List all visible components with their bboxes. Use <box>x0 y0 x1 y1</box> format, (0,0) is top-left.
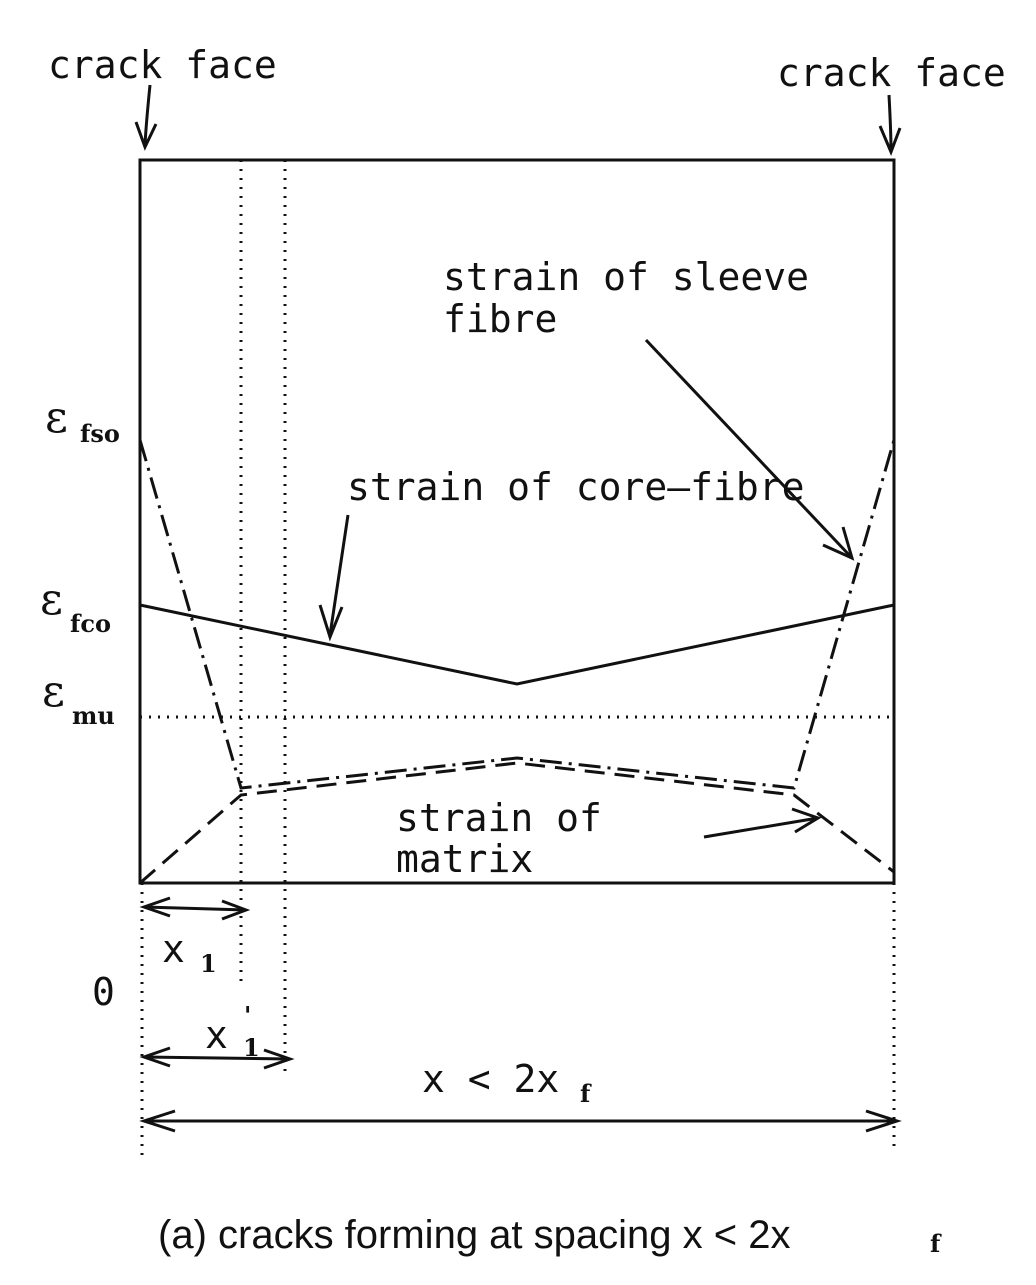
dimension-arrow-x1-prime <box>139 1046 295 1070</box>
spacing-label: x < 2x f <box>422 1057 592 1108</box>
eps-fso-label: ε fso <box>45 392 120 448</box>
dimension-arrow-spacing <box>139 1109 902 1133</box>
crack-face-arrow-right <box>878 94 902 157</box>
plot-frame <box>138 158 896 885</box>
core-label: strain of core–fibre <box>347 465 805 509</box>
crack-face-label-left: crack face <box>48 43 277 87</box>
matrix-label-line1: strain of <box>396 796 602 840</box>
svg-text:fco: fco <box>70 609 111 638</box>
svg-text:x: x <box>205 1013 228 1057</box>
matrix-label-line2: matrix <box>396 837 533 881</box>
figure-caption: (a) cracks forming at spacing x < 2x f <box>158 1213 942 1258</box>
sleeve-pointer-arrow <box>644 338 855 561</box>
sleeve-label-line2: fibre <box>443 297 557 341</box>
sleeve-label-line1: strain of sleeve <box>443 255 809 299</box>
svg-text:f: f <box>930 1229 942 1258</box>
x1-label: x 1 <box>162 927 217 978</box>
crack-face-arrow-left <box>134 84 158 151</box>
svg-text:ε: ε <box>40 574 63 625</box>
svg-text:fso: fso <box>80 419 120 448</box>
matrix-strain-curve <box>139 761 895 885</box>
svg-text:f: f <box>580 1079 592 1108</box>
svg-text:1: 1 <box>200 949 217 978</box>
crack-face-label-right: crack face <box>777 51 1006 95</box>
dimension-arrow-x1 <box>139 896 251 921</box>
zero-label: 0 <box>92 970 115 1014</box>
eps-mu-label: ε mu <box>42 666 115 730</box>
svg-text:x < 2x: x < 2x <box>422 1057 559 1101</box>
matrix-pointer-arrow <box>703 807 822 839</box>
eps-fco-label: ε fco <box>40 574 111 638</box>
svg-text:ε: ε <box>45 392 68 443</box>
svg-text:x: x <box>162 927 185 971</box>
sleeve-fibre-strain-curve <box>138 439 896 790</box>
core-pointer-arrow <box>318 514 350 642</box>
svg-text:mu: mu <box>72 701 115 730</box>
svg-text:ε: ε <box>42 666 65 717</box>
x1-prime-label: x 1 ' <box>205 1001 260 1062</box>
svg-text:1: 1 <box>243 1033 260 1062</box>
core-fibre-strain-curve <box>139 603 895 686</box>
svg-text:': ' <box>244 1001 251 1030</box>
svg-text:(a) cracks forming at spacing: (a) cracks forming at spacing x < 2x <box>158 1213 790 1257</box>
